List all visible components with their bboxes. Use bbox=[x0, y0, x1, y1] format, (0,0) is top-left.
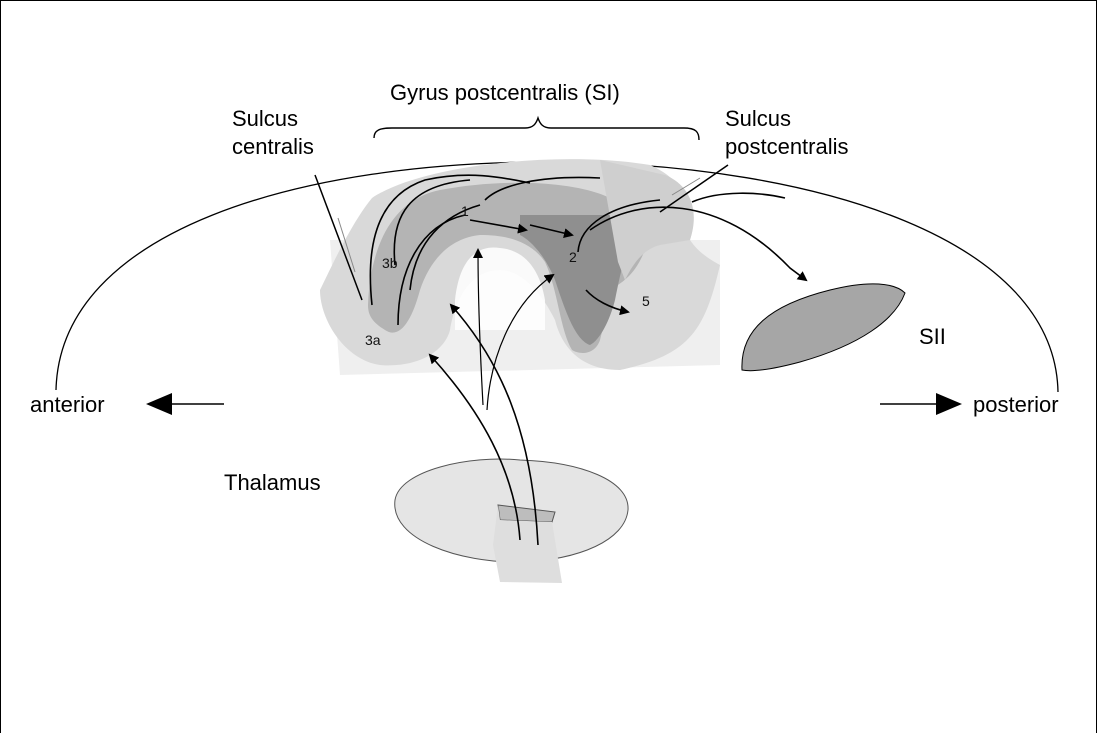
sulcus-postcentralis-label-1: Sulcus bbox=[725, 106, 791, 131]
sii-label: SII bbox=[919, 324, 946, 349]
sulcus-postcentralis-label-2: postcentralis bbox=[725, 134, 849, 159]
area-2-label: 2 bbox=[569, 249, 577, 265]
area-3b-label: 3b bbox=[382, 255, 398, 271]
sii-region bbox=[742, 284, 905, 371]
area-5-label: 5 bbox=[642, 293, 650, 309]
arrow-right-icon bbox=[880, 393, 962, 415]
area-1-label: 1 bbox=[461, 203, 469, 219]
gyrus-bracket bbox=[374, 118, 699, 140]
area-3a-label: 3a bbox=[365, 332, 381, 348]
fiber-stub bbox=[692, 193, 785, 202]
posterior-label: posterior bbox=[973, 392, 1059, 417]
sulcus-centralis-label-2: centralis bbox=[232, 134, 314, 159]
thalamus-label: Thalamus bbox=[224, 470, 321, 495]
gyrus-title: Gyrus postcentralis (SI) bbox=[390, 80, 620, 105]
anterior-label: anterior bbox=[30, 392, 105, 417]
sulcus-centralis-label-1: Sulcus bbox=[232, 106, 298, 131]
arrow-left-icon bbox=[146, 393, 224, 415]
